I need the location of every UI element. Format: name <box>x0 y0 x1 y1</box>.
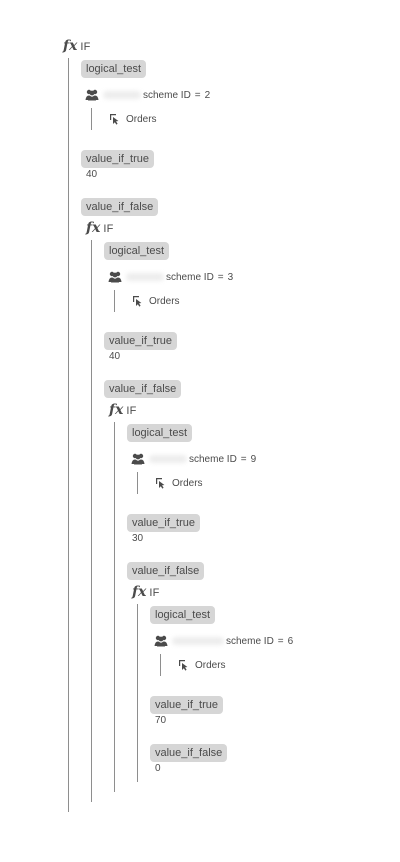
condition-operator: = <box>240 453 247 465</box>
cursor-select-icon <box>179 660 188 671</box>
value-if-true-chip[interactable]: value_if_true <box>81 150 154 168</box>
value-if-true[interactable]: 70 <box>155 715 167 726</box>
target-object-label: Orders <box>126 113 157 125</box>
condition-row[interactable]: scheme ID=9 <box>131 453 256 465</box>
people-group-icon <box>108 271 122 283</box>
fx-icon: fx <box>63 38 78 54</box>
function-name: IF <box>103 223 114 235</box>
cursor-select-icon <box>156 478 165 489</box>
logical-test-chip[interactable]: logical_test <box>127 424 193 442</box>
condition-operator: = <box>277 635 284 647</box>
target-object-label: Orders <box>172 477 203 489</box>
value-if-true[interactable]: 40 <box>86 169 98 180</box>
fx-icon: fx <box>86 220 101 236</box>
object-connector <box>91 108 92 130</box>
value-if-true-chip[interactable]: value_if_true <box>150 696 223 714</box>
condition-field: scheme ID <box>189 453 237 465</box>
logical-test-chip[interactable]: logical_test <box>104 242 170 260</box>
target-object[interactable]: Orders <box>132 295 180 307</box>
tree-line <box>68 58 69 812</box>
value-if-false-chip[interactable]: value_if_false <box>127 562 205 580</box>
value-if-true[interactable]: 40 <box>109 351 121 362</box>
condition-field: scheme ID <box>226 635 274 647</box>
target-object[interactable]: Orders <box>178 659 226 671</box>
object-connector <box>137 472 138 494</box>
logical-test-chip[interactable]: logical_test <box>81 60 147 78</box>
people-group-icon <box>85 89 99 101</box>
redacted-field-name <box>149 455 187 463</box>
target-object[interactable]: Orders <box>155 477 203 489</box>
tree-line <box>114 422 115 792</box>
value-if-true[interactable]: 30 <box>132 533 144 544</box>
people-group-icon <box>131 453 145 465</box>
fx-icon: fx <box>109 402 124 418</box>
condition-field: scheme ID <box>166 271 214 283</box>
condition-row[interactable]: scheme ID=3 <box>108 271 233 283</box>
value-if-false-chip[interactable]: value_if_false <box>81 198 159 216</box>
value-if-false-chip[interactable]: value_if_false <box>150 744 228 762</box>
target-object[interactable]: Orders <box>109 113 157 125</box>
condition-row[interactable]: scheme ID=2 <box>85 89 210 101</box>
logical-test-chip[interactable]: logical_test <box>150 606 216 624</box>
object-connector <box>114 290 115 312</box>
cursor-select-icon <box>110 114 119 125</box>
people-group-icon <box>154 635 168 647</box>
target-object-label: Orders <box>149 295 180 307</box>
condition-row[interactable]: scheme ID=6 <box>154 635 293 647</box>
cursor-select-icon <box>133 296 142 307</box>
redacted-field-name <box>172 637 224 645</box>
target-object-label: Orders <box>195 659 226 671</box>
function-name: IF <box>149 587 160 599</box>
function-name: IF <box>80 41 91 53</box>
condition-operator: = <box>217 271 224 283</box>
function-name: IF <box>126 405 137 417</box>
value-if-true-chip[interactable]: value_if_true <box>104 332 177 350</box>
condition-field: scheme ID <box>143 89 191 101</box>
condition-value: 9 <box>250 453 257 465</box>
redacted-field-name <box>126 273 164 281</box>
condition-value: 6 <box>287 635 294 647</box>
fx-icon: fx <box>132 584 147 600</box>
value-if-false[interactable]: 0 <box>155 763 161 774</box>
value-if-false-chip[interactable]: value_if_false <box>104 380 182 398</box>
tree-line <box>91 240 92 802</box>
condition-value: 3 <box>227 271 234 283</box>
condition-value: 2 <box>204 89 211 101</box>
redacted-field-name <box>103 91 141 99</box>
object-connector <box>160 654 161 676</box>
value-if-true-chip[interactable]: value_if_true <box>127 514 200 532</box>
condition-operator: = <box>194 89 201 101</box>
tree-line <box>137 604 138 782</box>
